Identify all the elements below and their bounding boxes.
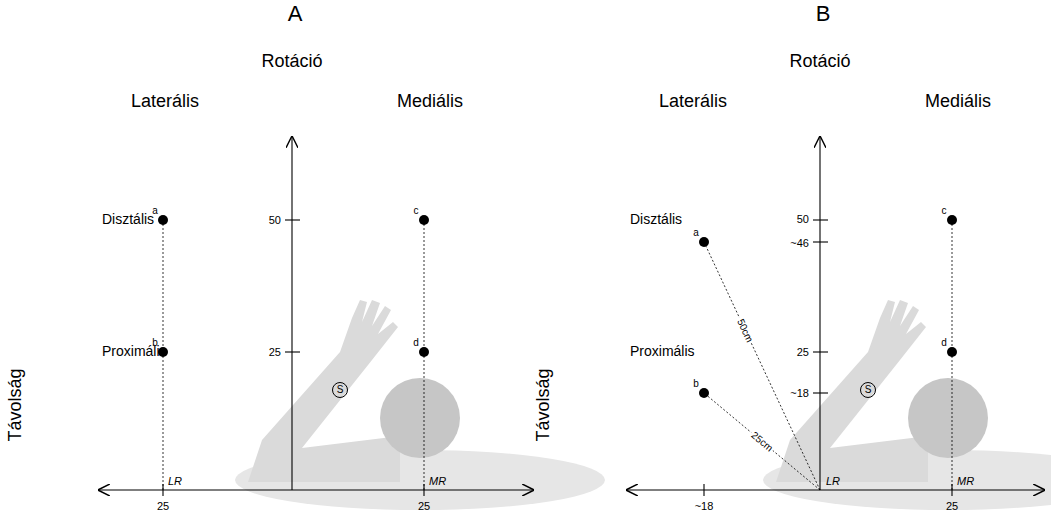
tick-label: 25 xyxy=(797,346,809,358)
side-label: Laterális xyxy=(131,92,199,112)
row-label: Disztális xyxy=(630,212,682,227)
row-label: Proximális xyxy=(630,344,695,359)
axis-end-label: MR xyxy=(957,475,974,487)
arm-illustration xyxy=(235,300,605,510)
points xyxy=(699,215,957,398)
sensor-letter: S xyxy=(865,385,872,395)
axis-end-label: MR xyxy=(429,475,446,487)
point-letter: c xyxy=(414,205,419,216)
axes xyxy=(627,137,1044,496)
axis-title: Távolság xyxy=(534,368,554,441)
tick-label: 25 xyxy=(157,500,169,512)
tick-label: 25 xyxy=(269,346,281,358)
guide-lines xyxy=(163,220,424,490)
axis-title: Rotáció xyxy=(789,52,850,72)
point-letter: d xyxy=(941,337,947,348)
distance-label: 50cm xyxy=(734,315,756,345)
sensor-circle: S xyxy=(332,382,348,398)
row-label: Disztális xyxy=(102,212,154,227)
sensor-circle: S xyxy=(860,382,876,398)
tick-label: 25 xyxy=(418,500,430,512)
side-label: Laterális xyxy=(659,92,727,112)
tick-label: ~18 xyxy=(790,387,809,399)
side-label: Mediális xyxy=(925,92,991,112)
tick-label: 50 xyxy=(797,213,809,225)
tick-label: ~46 xyxy=(790,237,809,249)
guide-lines xyxy=(704,220,952,490)
point-letter: b xyxy=(693,378,699,389)
axis-end-label: LR xyxy=(168,475,182,487)
points xyxy=(158,215,429,357)
panel-label: B xyxy=(816,2,831,26)
distance-label: 25cm xyxy=(748,428,777,455)
sensor-letter: S xyxy=(337,385,344,395)
point-letter: a xyxy=(152,205,158,216)
axis-title: Távolság xyxy=(6,368,26,441)
tick-label: ~18 xyxy=(695,500,714,512)
panel-label: A xyxy=(288,2,303,26)
point-letter: a xyxy=(693,227,699,238)
point-letter: b xyxy=(152,337,158,348)
axis-title: Rotáció xyxy=(261,52,322,72)
axis-end-label: LR xyxy=(826,475,840,487)
side-label: Mediális xyxy=(397,92,463,112)
axes xyxy=(99,137,533,496)
point-letter: d xyxy=(413,337,419,348)
point-letter: c xyxy=(942,205,947,216)
tick-label: 25 xyxy=(946,500,958,512)
tick-label: 50 xyxy=(269,214,281,226)
